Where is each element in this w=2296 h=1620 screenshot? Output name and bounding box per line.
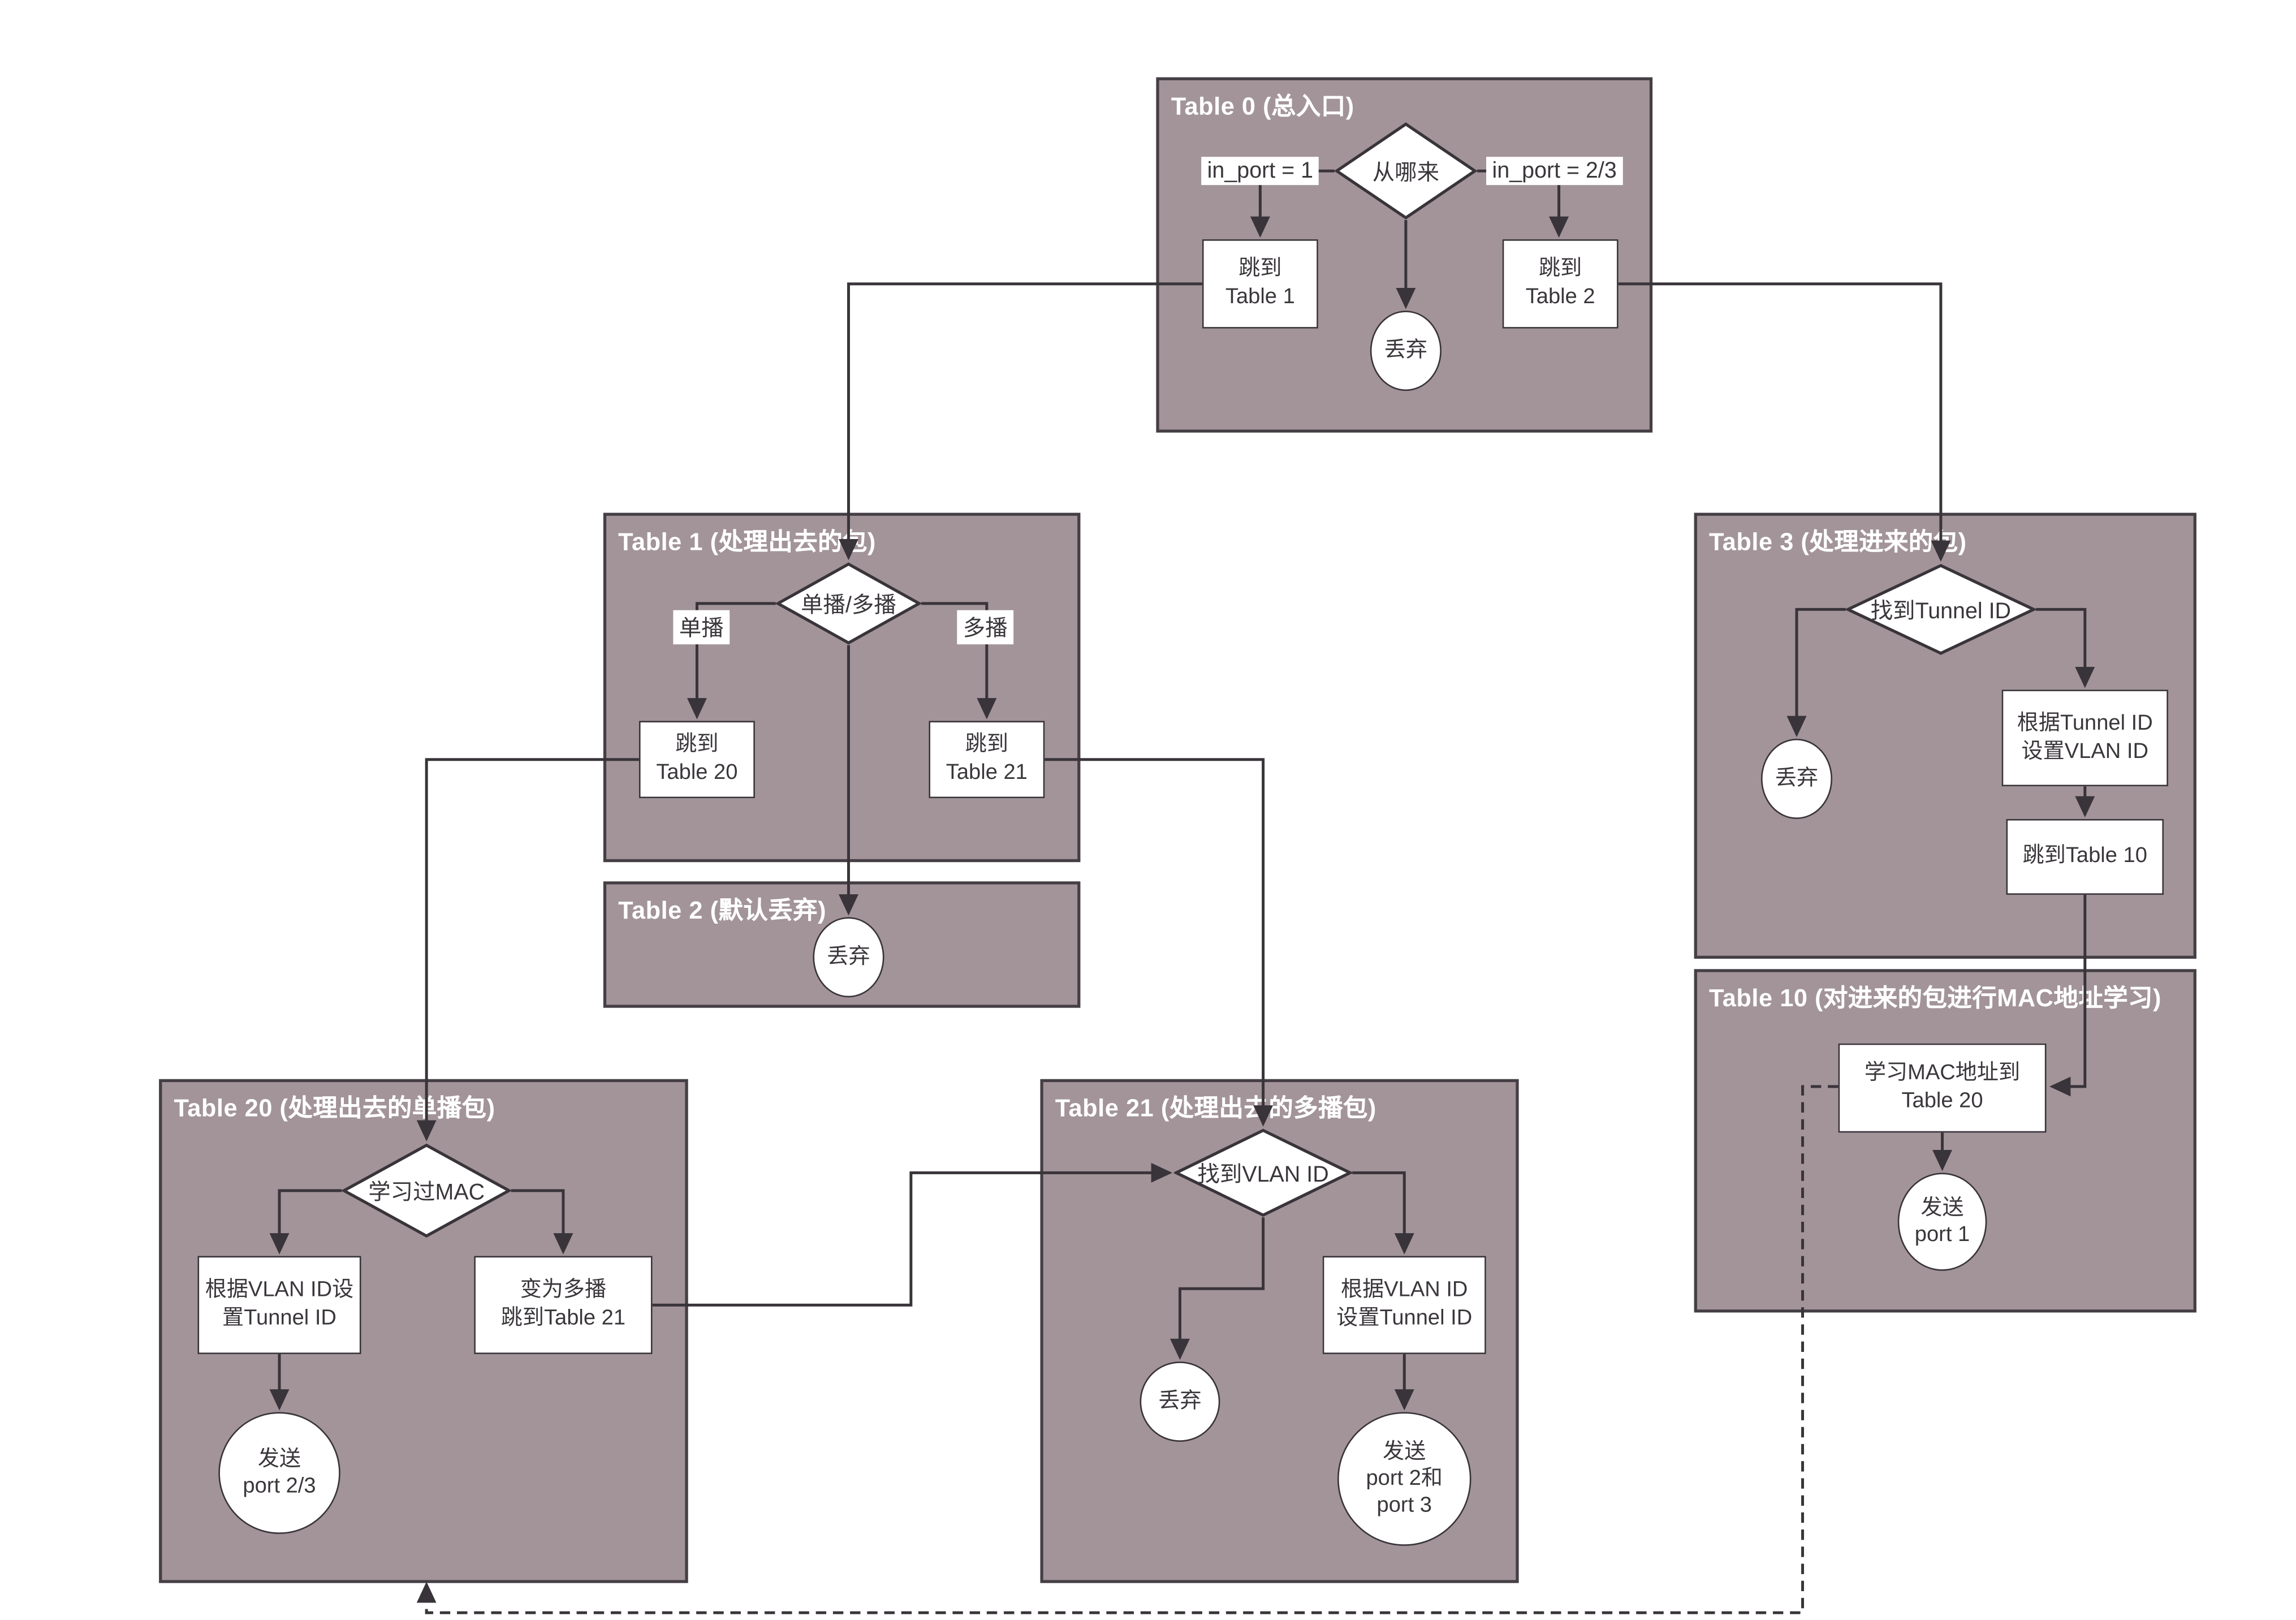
branch-label-in-port-2-3: in_port = 2/3 (1486, 157, 1623, 186)
table-0-title: Table 0 (总入口) (1171, 93, 1354, 120)
decision-where-from-label: 从哪来 (1372, 160, 1440, 186)
action-goto-table-21: 跳到 Table 21 (929, 721, 1045, 799)
diamond-shape (775, 562, 922, 645)
table-10-title: Table 10 (对进来的包进行MAC地址学习) (1708, 985, 2162, 1012)
decision-vlan-id-found-label: 找到VLAN ID (1197, 1161, 1329, 1187)
action-set-tunnel-by-vlan-t21: 根据VLAN ID 设置Tunnel ID (1322, 1256, 1486, 1354)
table-20-title: Table 20 (处理出去的单播包) (174, 1095, 495, 1122)
branch-label-multicast: 多播 (957, 610, 1014, 645)
decision-mac-learned-label: 学习过MAC (368, 1179, 485, 1205)
action-set-vlan-by-tunnel: 根据Tunnel ID 设置VLAN ID (2001, 690, 2168, 787)
decision-vlan-id-found: 找到VLAN ID (1173, 1128, 1353, 1218)
action-goto-table-10: 跳到Table 10 (2006, 818, 2164, 895)
decision-mac-learned: 学习过MAC (342, 1143, 511, 1238)
action-become-multicast: 变为多播 跳到Table 21 (474, 1256, 653, 1354)
terminal-send-port-2-and-3: 发送 port 2和 port 3 (1337, 1412, 1471, 1546)
table-3-title: Table 3 (处理进来的包) (1708, 529, 1967, 556)
action-goto-table-20: 跳到 Table 20 (638, 721, 755, 799)
table-1-title: Table 1 (处理出去的包) (618, 529, 876, 556)
diamond-shape (1334, 122, 1478, 220)
table-21-title: Table 21 (处理出去的多播包) (1055, 1095, 1376, 1122)
terminal-drop-table-21: 丢弃 (1140, 1362, 1220, 1442)
diamond-shape (1845, 563, 2036, 655)
decision-unicast-multicast-label: 单播/多播 (801, 592, 896, 618)
table-2-title: Table 2 (默认丢弃) (618, 898, 827, 925)
decision-where-from: 从哪来 (1334, 122, 1478, 220)
action-goto-table-1: 跳到 Table 1 (1202, 239, 1318, 329)
terminal-drop-table-2: 丢弃 (813, 917, 884, 998)
action-learn-mac-to-table-20: 学习MAC地址到 Table 20 (1838, 1043, 2047, 1133)
terminal-send-port-2-3: 发送 port 2/3 (218, 1412, 340, 1534)
terminal-drop-table-0: 丢弃 (1370, 311, 1442, 391)
decision-tunnel-id-found: 找到Tunnel ID (1845, 563, 2036, 656)
terminal-drop-table-3: 丢弃 (1760, 739, 1833, 819)
branch-label-in-port-1: in_port = 1 (1201, 157, 1319, 186)
decision-tunnel-id-found-label: 找到Tunnel ID (1870, 598, 2012, 624)
action-set-tunnel-by-vlan-t20: 根据VLAN ID设 置Tunnel ID (197, 1256, 361, 1354)
terminal-send-port-1: 发送 port 1 (1897, 1173, 1987, 1271)
action-goto-table-2: 跳到 Table 2 (1502, 239, 1619, 329)
branch-label-unicast: 单播 (673, 610, 730, 645)
decision-unicast-multicast: 单播/多播 (775, 562, 922, 645)
